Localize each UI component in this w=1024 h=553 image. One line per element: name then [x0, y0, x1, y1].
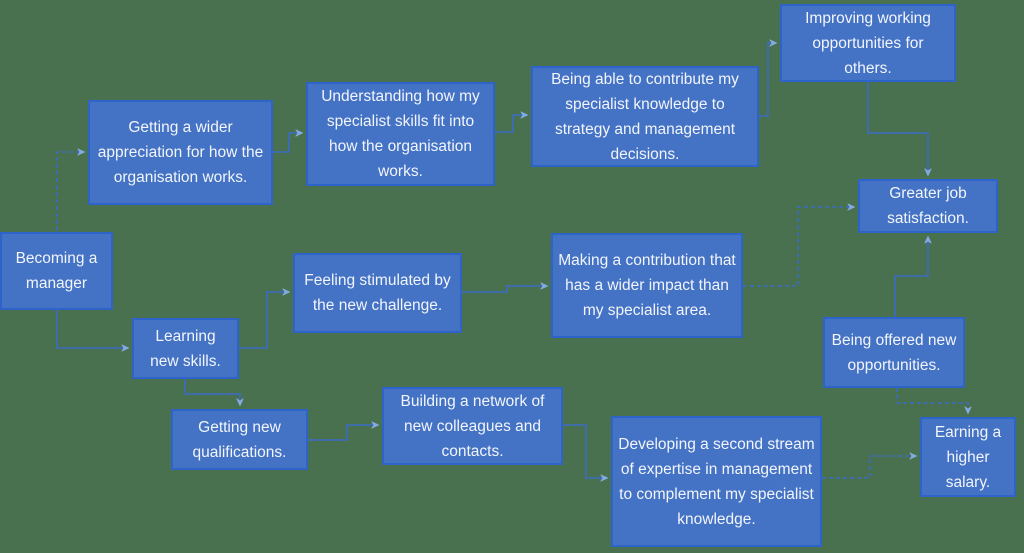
node-making-wider-contribution: Making a contribution that has a wider i… [551, 233, 743, 338]
connector-learning-to-feeling [239, 292, 289, 349]
connector-being-offered-to-earning [896, 388, 968, 413]
connector-getting-quals-to-building [308, 425, 378, 441]
connector-feeling-to-making [462, 286, 547, 293]
node-learning-new-skills: Learning new skills. [132, 318, 239, 379]
connector-becoming-to-getting-wider [56, 152, 84, 231]
node-understanding-specialist-skills: Understanding how my specialist skills f… [306, 82, 495, 186]
connector-learning-to-getting-quals [184, 379, 240, 405]
node-becoming-a-manager: Becoming a manager [0, 232, 113, 310]
connector-being-able-to-improving [759, 43, 776, 117]
connector-understanding-to-being-able [495, 115, 527, 133]
node-feeling-stimulated: Feeling stimulated by the new challenge. [293, 253, 462, 333]
connector-being-offered-to-greater-job [894, 237, 928, 317]
node-being-offered-new-opportunities: Being offered new opportunities. [823, 317, 965, 388]
node-getting-new-qualifications: Getting new qualifications. [171, 409, 308, 470]
node-improving-working-opportunities: Improving working opportunities for othe… [780, 4, 956, 82]
node-contribute-specialist-knowledge: Being able to contribute my specialist k… [531, 66, 759, 167]
node-greater-job-satisfaction: Greater job satisfaction. [858, 179, 998, 233]
connector-improving-to-greater-job [867, 82, 928, 175]
connector-getting-wider-to-understanding [273, 133, 302, 153]
node-building-network: Building a network of new colleagues and… [382, 387, 563, 465]
connector-developing-to-earning [822, 456, 916, 479]
node-getting-wider-appreciation: Getting a wider appreciation for how the… [88, 100, 273, 205]
node-earning-higher-salary: Earning a higher salary. [920, 417, 1016, 497]
connector-building-to-developing [563, 424, 607, 478]
connector-becoming-to-learning [56, 310, 128, 348]
node-developing-second-stream: Developing a second stream of expertise … [611, 416, 822, 547]
connector-making-to-greater-job [743, 207, 854, 287]
